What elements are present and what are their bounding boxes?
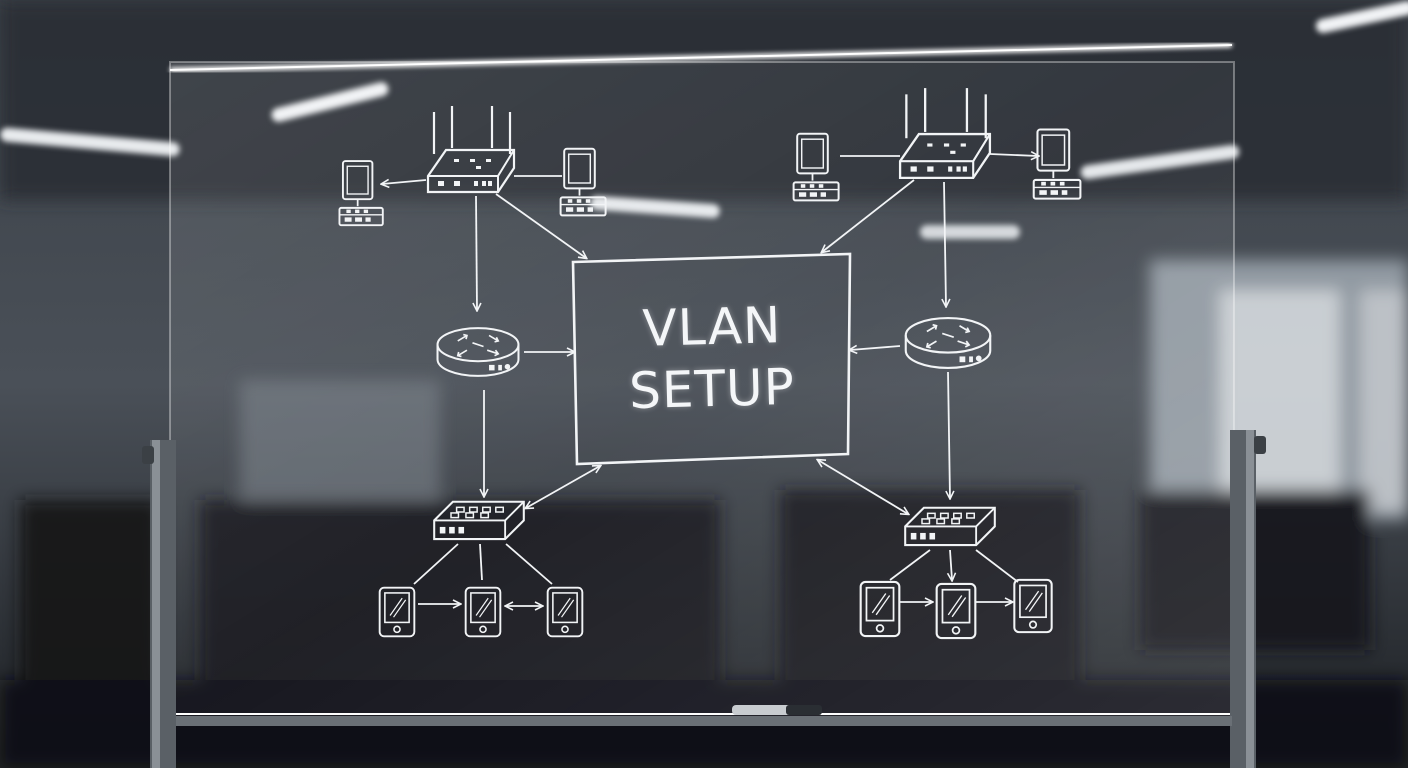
marker-icon xyxy=(732,705,822,715)
tablet-icon xyxy=(464,586,502,638)
tablet-icon xyxy=(859,580,901,638)
desktop-computer-icon xyxy=(338,160,384,227)
router-icon xyxy=(436,327,520,377)
connector xyxy=(476,195,477,310)
connector xyxy=(495,193,586,258)
vlan-setup-box xyxy=(571,252,852,466)
switch-icon xyxy=(433,500,525,541)
wireless-router-icon xyxy=(426,104,516,194)
connector xyxy=(889,549,931,581)
connector xyxy=(382,180,427,184)
connector xyxy=(850,346,901,350)
desktop-computer-icon xyxy=(1032,128,1082,200)
connector xyxy=(948,371,950,498)
connector xyxy=(975,549,1019,583)
connector xyxy=(413,543,459,585)
connector xyxy=(944,181,946,306)
router-icon xyxy=(904,316,992,370)
tablet-icon xyxy=(1013,578,1053,634)
tablet-icon xyxy=(546,586,584,638)
desktop-computer-icon xyxy=(792,132,840,202)
diagram-title-line1: VLAN xyxy=(641,296,783,358)
desktop-computer-icon xyxy=(559,147,607,217)
connector xyxy=(526,466,600,508)
wireless-router-icon xyxy=(898,86,992,180)
diagram-title-line2: SETUP xyxy=(628,357,796,421)
tablet-icon xyxy=(935,582,977,640)
connector xyxy=(989,154,1038,156)
connector xyxy=(950,549,952,580)
connector xyxy=(505,543,553,585)
connector xyxy=(479,543,483,581)
connector xyxy=(822,179,915,252)
switch-icon xyxy=(904,506,996,547)
connector xyxy=(818,460,908,514)
tablet-icon xyxy=(378,586,416,638)
